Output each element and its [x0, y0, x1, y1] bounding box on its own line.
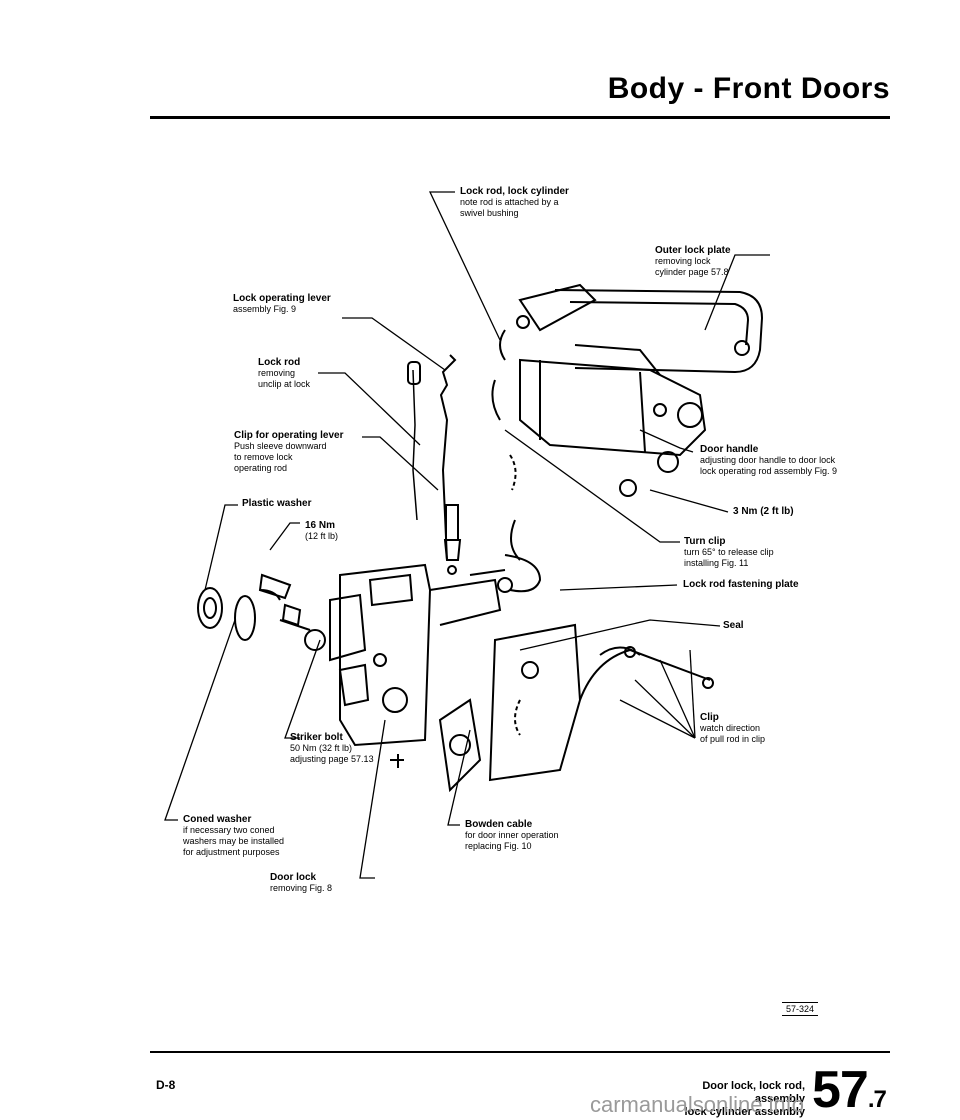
label-torque-3: 3 Nm (2 ft lb) — [733, 506, 794, 517]
label-bowden-cable: Bowden cable for door inner operation re… — [465, 819, 559, 851]
label-lock-rod: Lock rod removing unclip at lock — [258, 357, 311, 389]
header-rule — [150, 116, 890, 119]
label-lock-rod-cylinder: Lock rod, lock cylinder note rod is atta… — [460, 186, 569, 218]
lock-cylinder-housing — [491, 344, 707, 457]
washers-part — [197, 573, 326, 651]
label-lock-operating-lever: Lock operating lever assembly Fig. 9 — [233, 293, 331, 314]
label-plastic-washer: Plastic washer — [242, 498, 312, 509]
footer-description: Door lock, lock rod, assembly lock cylin… — [684, 1080, 805, 1118]
small-parts — [497, 451, 679, 593]
footer-code: D-8 — [156, 1078, 176, 1092]
page-title: Body - Front Doors — [607, 72, 890, 105]
watermark: carmanualsonline.info — [590, 1092, 805, 1117]
plate-and-cable — [390, 623, 714, 793]
outer-handle-part — [499, 283, 764, 374]
door-lock-body — [329, 563, 506, 747]
label-lock-rod-plate: Lock rod fastening plate — [683, 579, 799, 590]
label-seal: Seal — [723, 620, 744, 631]
page-number: 57.7 — [812, 1061, 887, 1119]
label-door-lock: Door lock removing Fig. 8 — [270, 872, 333, 893]
footer-rule — [150, 1051, 890, 1053]
figure-code: 57-324 — [782, 1002, 819, 1016]
label-outer-lock-plate: Outer lock plate removing lock cylinder … — [655, 245, 731, 277]
label-clip: Clip watch direction of pull rod in clip — [700, 712, 766, 744]
lock-rod-part — [407, 354, 457, 561]
label-torque-16: 16 Nm (12 ft lb) — [305, 520, 339, 541]
leader-lines — [164, 191, 770, 879]
label-door-handle: Door handle adjusting door handle to doo… — [700, 444, 838, 476]
label-coned-washer: Coned washer if necessary two coned wash… — [183, 814, 285, 857]
clip-part — [443, 504, 462, 575]
label-turn-clip: Turn clip turn 65° to release clip insta… — [684, 536, 774, 568]
label-striker-bolt: Striker bolt 50 Nm (32 ft lb) adjusting … — [290, 732, 374, 764]
label-clip-operating-lever: Clip for operating lever Push sleeve dow… — [234, 430, 344, 473]
